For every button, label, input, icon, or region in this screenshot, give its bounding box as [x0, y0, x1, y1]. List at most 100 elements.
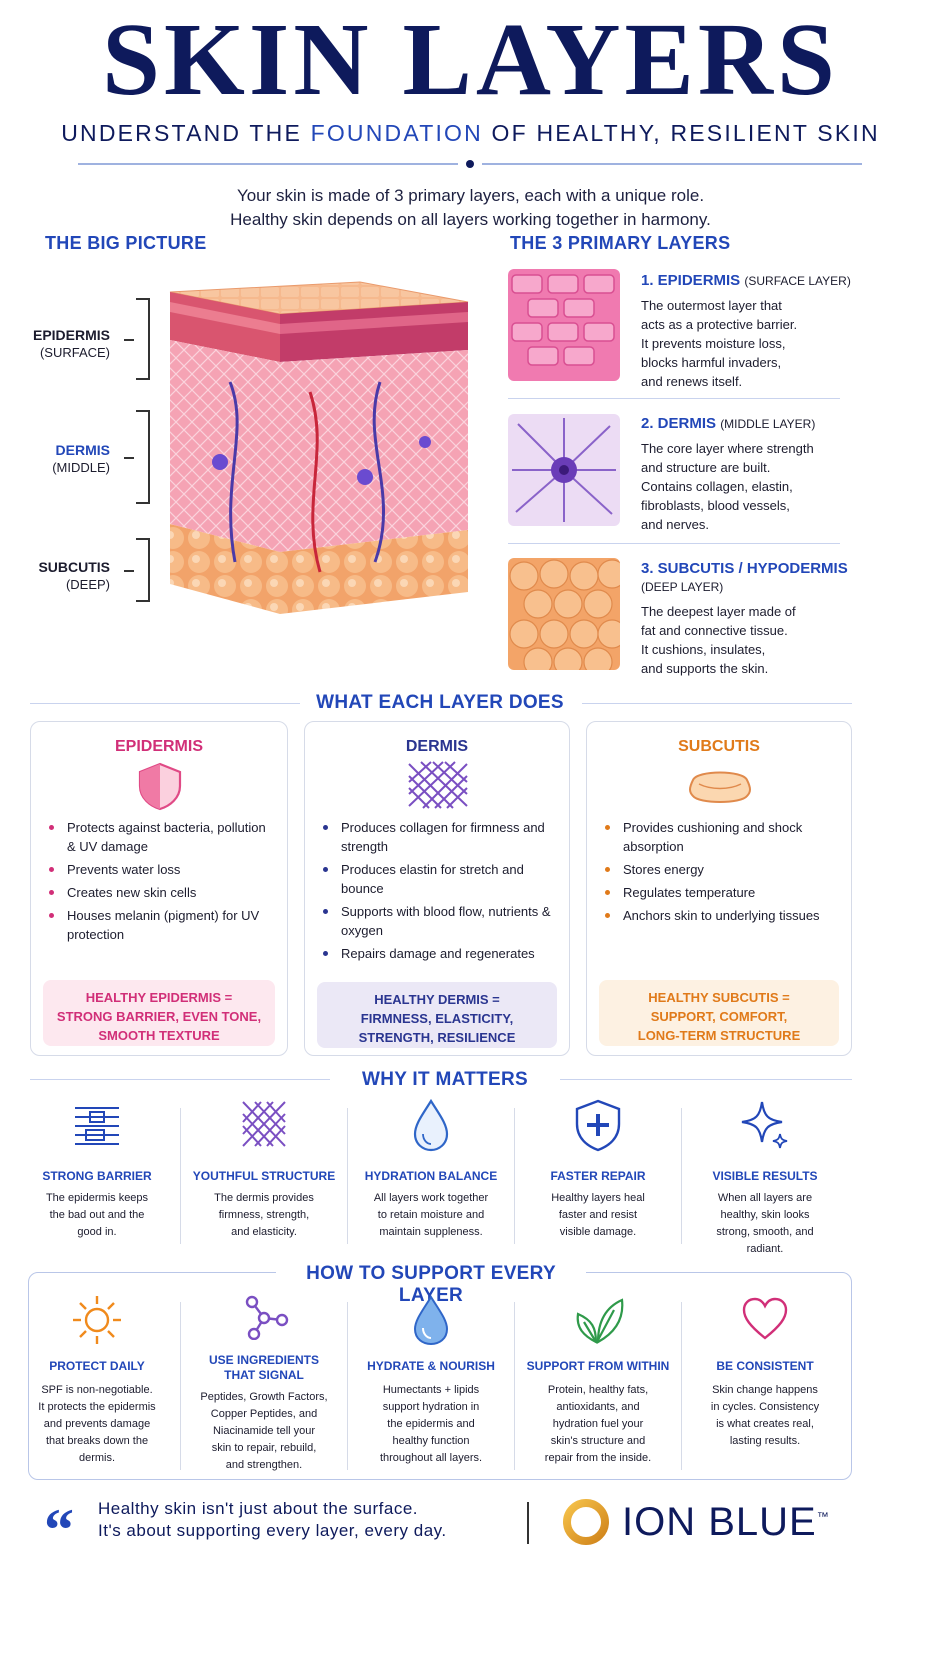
why-title: FASTER REPAIR — [550, 1169, 646, 1183]
desc-line: healthy, skin looks — [720, 1209, 810, 1221]
desc-line: Copper Peptides, and — [210, 1408, 318, 1420]
footer-quote: Healthy skin isn't just about the surfac… — [98, 1498, 447, 1542]
how-desc: SPF is non-negotiable.It protects the ep… — [14, 1382, 180, 1467]
title-line: HYDRATE & NOURISH — [367, 1359, 495, 1373]
subtitle-highlight: FOUNDATION — [310, 120, 483, 146]
summary-line: LONG-TERM STRUCTURE — [637, 1028, 801, 1043]
layer-name: 3. SUBCUTIS / HYPODERMIS — [641, 560, 848, 577]
label-epidermis: EPIDERMIS(SURFACE) — [0, 326, 110, 362]
quote-line: It's about supporting every layer, every… — [98, 1521, 447, 1540]
desc-line: It cushions, insulates, — [641, 642, 766, 657]
how-title: SUPPORT FROM WITHIN — [515, 1359, 681, 1374]
column-divider — [180, 1302, 181, 1470]
why-title: HYDRATION BALANCE — [364, 1169, 498, 1183]
desc-line: and nerves. — [641, 517, 709, 532]
layer-name: 2. DERMIS — [641, 415, 717, 432]
label-name: DERMIS — [55, 442, 110, 458]
droplet-icon — [413, 1098, 449, 1152]
desc-line: It protects the epidermis — [38, 1401, 156, 1413]
desc-line: The epidermis keeps — [45, 1192, 149, 1204]
section-rule — [30, 1079, 330, 1080]
summary-line: SUPPORT, COMFORT, — [650, 1009, 788, 1024]
intro-line: Your skin is made of 3 primary layers, e… — [236, 186, 705, 205]
why-desc: When all layers are healthy, skin looks st… — [682, 1190, 848, 1258]
desc-line: The dermis provides — [214, 1192, 314, 1204]
big-picture-heading: THE BIG PICTURE — [45, 233, 207, 253]
desc-line: throughout all layers. — [379, 1452, 483, 1464]
desc-line: in cycles. Consistency — [710, 1401, 820, 1413]
desc-line: skin to repair, rebuild, — [211, 1442, 317, 1454]
bullet-text: Supports with blood flow, nutrients & ox… — [341, 904, 551, 938]
subtitle-part: OF HEALTHY, RESILIENT SKIN — [482, 120, 880, 146]
layer-desc-dermis: The core layer where strength and struct… — [641, 439, 814, 534]
desc-line: When all layers are — [717, 1192, 813, 1204]
desc-line: to retain moisture and — [377, 1209, 485, 1221]
summary-line: STRONG BARRIER, EVEN TONE, — [56, 1009, 262, 1024]
desc-line: Healthy layers heal — [551, 1192, 645, 1204]
dermis-thumbnail — [508, 414, 620, 526]
molecule-icon — [245, 1295, 289, 1341]
desc-line: All layers work together — [373, 1192, 489, 1204]
label-sub: (SURFACE) — [39, 345, 110, 360]
quote-line: Healthy skin isn't just about the surfac… — [98, 1499, 419, 1518]
layer-separator — [508, 398, 840, 399]
cushion-icon — [689, 771, 751, 803]
summary-line: STRENGTH, RESILIENCE — [358, 1030, 516, 1045]
desc-line: hydration fuel your — [552, 1418, 644, 1430]
label-sub: (MIDDLE) — [52, 460, 110, 475]
desc-line: repair from the inside. — [544, 1452, 652, 1464]
subcutis-thumbnail — [508, 558, 620, 670]
bullet-text: Creates new skin cells — [67, 885, 197, 900]
bullet: Regulates temperature — [605, 883, 837, 902]
bullet-text: Anchors skin to underlying tissues — [623, 908, 820, 923]
why-item: HYDRATION BALANCE All layers work togeth… — [348, 1098, 514, 1241]
mesh-icon — [242, 1101, 286, 1147]
layer-desc-epidermis: The outermost layer that acts as a prote… — [641, 296, 797, 391]
bullet-text: Provides cushioning and shock absorption — [623, 820, 803, 854]
bullet: Stores energy — [605, 860, 837, 879]
bracket-subcutis — [124, 538, 150, 602]
desc-line: and elasticity. — [231, 1226, 297, 1238]
how-grid: PROTECT DAILY SPF is non-negotiable.It p… — [14, 1294, 850, 1472]
card-epidermis: EPIDERMIS Protects against bacteria, pol… — [30, 721, 288, 1056]
bullet: Anchors skin to underlying tissues — [605, 906, 837, 925]
label-sub: (DEEP) — [65, 577, 110, 592]
desc-line: strong, smooth, and — [716, 1226, 814, 1238]
desc-line: fat and connective tissue. — [641, 623, 788, 638]
how-desc: Peptides, Growth Factors,Copper Peptides… — [181, 1389, 347, 1474]
how-item: PROTECT DAILY SPF is non-negotiable.It p… — [14, 1294, 180, 1467]
bullet-text: Regulates temperature — [623, 885, 756, 900]
desc-line: is what creates real, — [716, 1418, 814, 1430]
bullet-text: Produces elastin for stretch and bounce — [341, 862, 524, 896]
bracket-epidermis — [124, 298, 150, 380]
card-title: DERMIS — [405, 738, 469, 755]
desc-line: visible damage. — [559, 1226, 637, 1238]
summary-line: HEALTHY SUBCUTIS = — [648, 990, 790, 1005]
desc-line: faster and resist — [558, 1209, 638, 1221]
trademark: ™ — [816, 1509, 830, 1524]
sparkle-icon — [741, 1101, 788, 1149]
section-rule — [560, 1079, 852, 1080]
desc-line: support hydration in — [382, 1401, 480, 1413]
column-divider — [681, 1302, 682, 1470]
desc-line: blocks harmful invaders, — [641, 355, 782, 370]
title-line: SUPPORT FROM WITHIN — [526, 1359, 670, 1373]
divider-right — [482, 163, 862, 165]
bullet: Provides cushioning and shock absorption — [605, 818, 837, 856]
bullet-text: Prevents water loss — [67, 862, 181, 877]
title-line: BE CONSISTENT — [716, 1359, 814, 1373]
card-dermis: DERMIS Produces collagen for firmness an… — [304, 721, 570, 1056]
card-summary: HEALTHY EPIDERMIS = STRONG BARRIER, EVEN… — [43, 980, 275, 1046]
page-title: SKIN LAYERS — [102, 2, 839, 117]
desc-line: the epidermis and — [387, 1418, 475, 1430]
layer-name: 1. EPIDERMIS — [641, 272, 741, 289]
shield-icon — [138, 762, 182, 811]
layer-title-epidermis: 1. EPIDERMIS (SURFACE LAYER) — [641, 272, 851, 289]
